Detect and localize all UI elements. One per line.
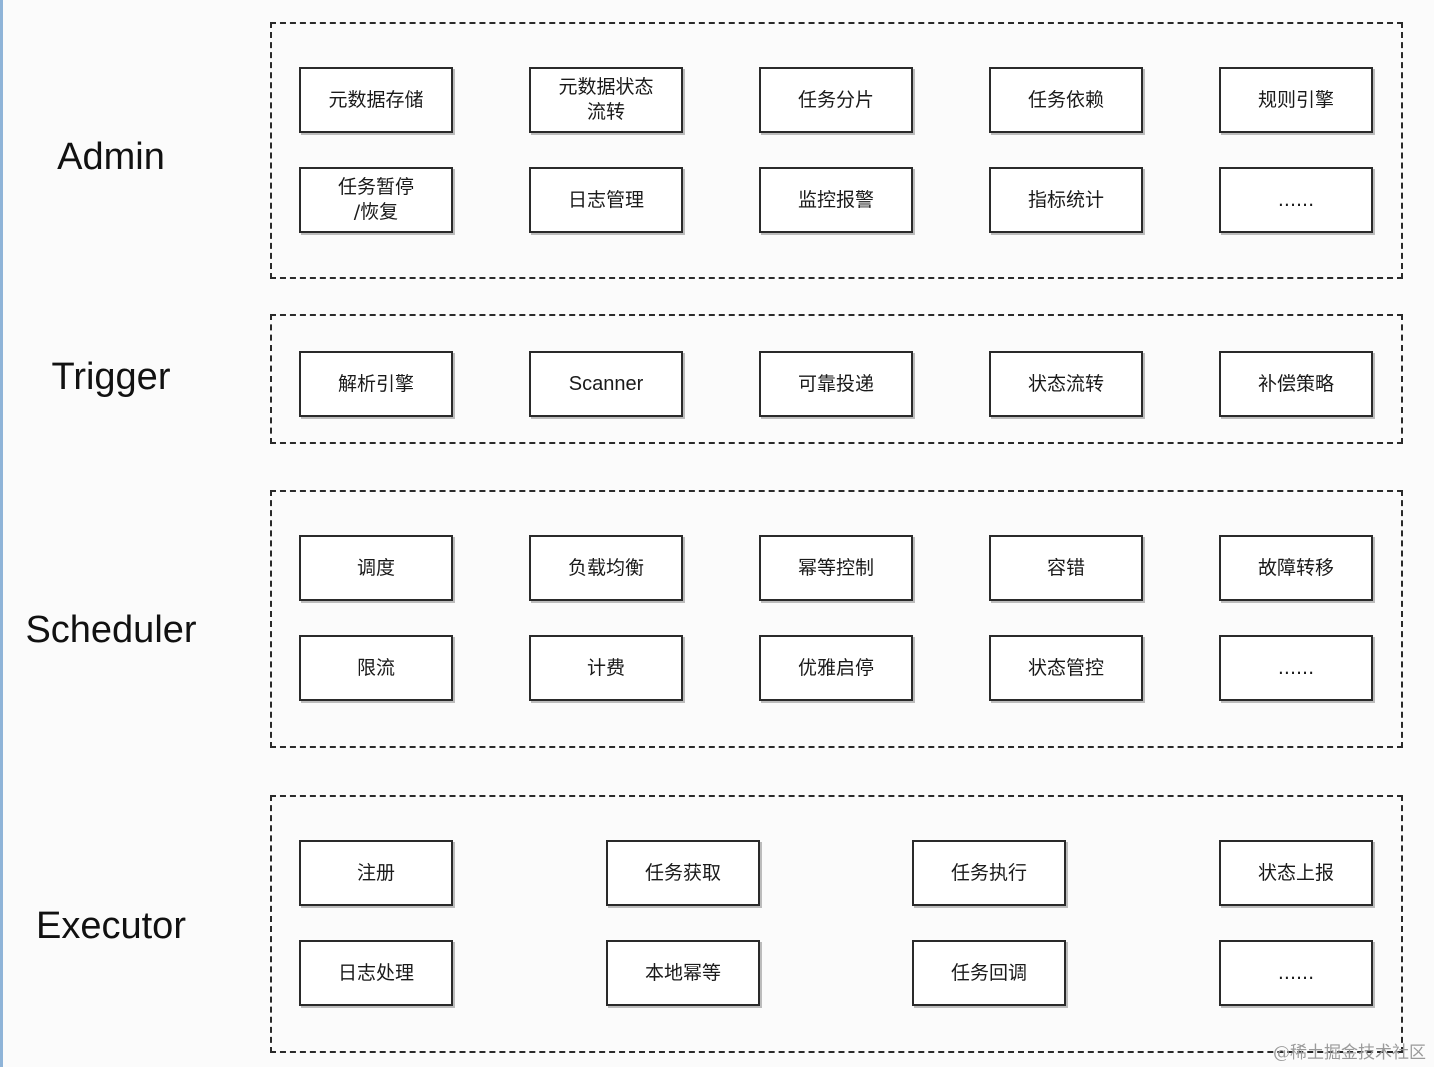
admin-module: 任务暂停 /恢复	[299, 167, 453, 233]
executor-module: 状态上报	[1219, 840, 1373, 906]
left-edge-strip	[0, 0, 3, 1067]
executor-module: 日志处理	[299, 940, 453, 1006]
trigger-module: Scanner	[529, 351, 683, 417]
executor-module: 任务回调	[912, 940, 1066, 1006]
executor-module: 任务获取	[606, 840, 760, 906]
trigger-layer-frame	[270, 314, 1403, 444]
trigger-module: 状态流转	[989, 351, 1143, 417]
layer-label-admin: Admin	[57, 136, 165, 178]
source-watermark: @稀土掘金技术社区	[1273, 1043, 1426, 1063]
admin-module: 元数据状态 流转	[529, 67, 683, 133]
scheduler-module: 限流	[299, 635, 453, 701]
executor-module-more: ......	[1219, 940, 1373, 1006]
scheduler-module: 优雅启停	[759, 635, 913, 701]
scheduler-module: 计费	[529, 635, 683, 701]
trigger-module: 解析引擎	[299, 351, 453, 417]
scheduler-module: 幂等控制	[759, 535, 913, 601]
admin-module-more: ......	[1219, 167, 1373, 233]
trigger-module: 补偿策略	[1219, 351, 1373, 417]
layer-label-scheduler: Scheduler	[25, 609, 197, 651]
admin-module: 任务分片	[759, 67, 913, 133]
scheduler-module-more: ......	[1219, 635, 1373, 701]
scheduler-module: 负载均衡	[529, 535, 683, 601]
trigger-module: 可靠投递	[759, 351, 913, 417]
executor-module: 本地幂等	[606, 940, 760, 1006]
executor-module: 任务执行	[912, 840, 1066, 906]
admin-module: 监控报警	[759, 167, 913, 233]
admin-layer-frame	[270, 22, 1403, 279]
scheduler-layer-frame	[270, 490, 1403, 748]
executor-module: 注册	[299, 840, 453, 906]
admin-module: 元数据存储	[299, 67, 453, 133]
scheduler-module: 状态管控	[989, 635, 1143, 701]
scheduler-module: 故障转移	[1219, 535, 1373, 601]
scheduler-module: 调度	[299, 535, 453, 601]
layer-label-executor: Executor	[36, 905, 186, 947]
admin-module: 任务依赖	[989, 67, 1143, 133]
scheduler-module: 容错	[989, 535, 1143, 601]
admin-module: 日志管理	[529, 167, 683, 233]
admin-module: 规则引擎	[1219, 67, 1373, 133]
executor-layer-frame	[270, 795, 1403, 1053]
admin-module: 指标统计	[989, 167, 1143, 233]
layer-label-trigger: Trigger	[51, 356, 171, 398]
